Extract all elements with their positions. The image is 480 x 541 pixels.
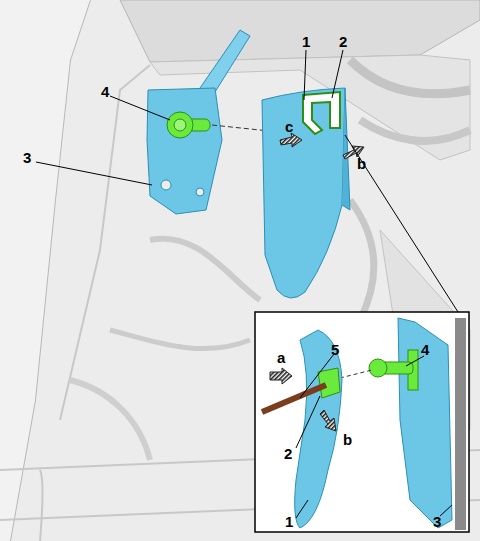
- vehicle-interior: [360, 120, 470, 141]
- leader-line: [304, 50, 306, 100]
- callout-number: 1: [301, 34, 311, 49]
- vehicle-interior: [120, 0, 480, 62]
- vehicle-interior: [70, 380, 150, 460]
- leader-line: [440, 505, 452, 516]
- detail-inset: [255, 312, 469, 532]
- leader-line: [36, 50, 458, 312]
- mounting-bracket: [196, 188, 204, 196]
- detail-inset: [255, 312, 469, 532]
- mounting-bracket: [147, 88, 222, 214]
- mounting-bracket: [147, 30, 250, 214]
- vehicle-interior: [110, 330, 250, 349]
- callout-number: 5: [330, 342, 340, 357]
- trim-cover: [262, 88, 345, 298]
- vehicle-interior: [40, 470, 43, 541]
- mounting-bracket: [161, 180, 171, 190]
- detail-inset: [455, 318, 466, 530]
- mounting-bracket: [200, 30, 250, 92]
- callout-number: 2: [338, 34, 348, 49]
- vehicle-interior: [60, 65, 150, 420]
- motion-arrow: [280, 133, 364, 159]
- callout-number: 2: [283, 446, 293, 461]
- detail-inset: [398, 318, 452, 528]
- motion-letter: c: [284, 119, 294, 134]
- detail-inset: [295, 330, 342, 528]
- leader-line: [345, 135, 458, 312]
- detail-inset: [340, 370, 372, 378]
- callout-number: 3: [432, 514, 442, 529]
- leader-line: [36, 162, 152, 185]
- motion-letter: b: [356, 156, 367, 171]
- fastener-clip: [174, 119, 186, 131]
- trim-cover: [342, 88, 350, 210]
- vehicle-interior: [350, 200, 374, 320]
- detail-inset: [262, 385, 326, 412]
- leader-line: [110, 96, 170, 120]
- motion-letter: a: [276, 350, 286, 365]
- leader-line: [300, 354, 334, 398]
- trim-cover: [262, 88, 350, 298]
- retaining-clip: [303, 92, 340, 134]
- motion-arrow: [280, 133, 302, 147]
- fastener-clip: [167, 112, 193, 138]
- callout-number: 1: [284, 514, 294, 529]
- leader-line: [332, 50, 343, 98]
- vehicle-interior: [0, 0, 90, 541]
- leader-line: [296, 396, 320, 448]
- vehicle-interior: [350, 60, 470, 94]
- leader-line: [296, 354, 452, 518]
- leader-line: [406, 356, 424, 366]
- detail-inset: [320, 410, 336, 431]
- motion-letter: b: [342, 432, 353, 447]
- detail-inset: [369, 359, 387, 377]
- callout-number: 4: [420, 342, 430, 357]
- retaining-clip: [303, 92, 340, 134]
- detail-inset: [270, 368, 292, 384]
- vehicle-interior: [150, 239, 260, 300]
- leader-line: [296, 500, 308, 518]
- callout-number: 3: [22, 150, 32, 165]
- detail-inset: [318, 368, 340, 398]
- callout-number: 4: [100, 84, 110, 99]
